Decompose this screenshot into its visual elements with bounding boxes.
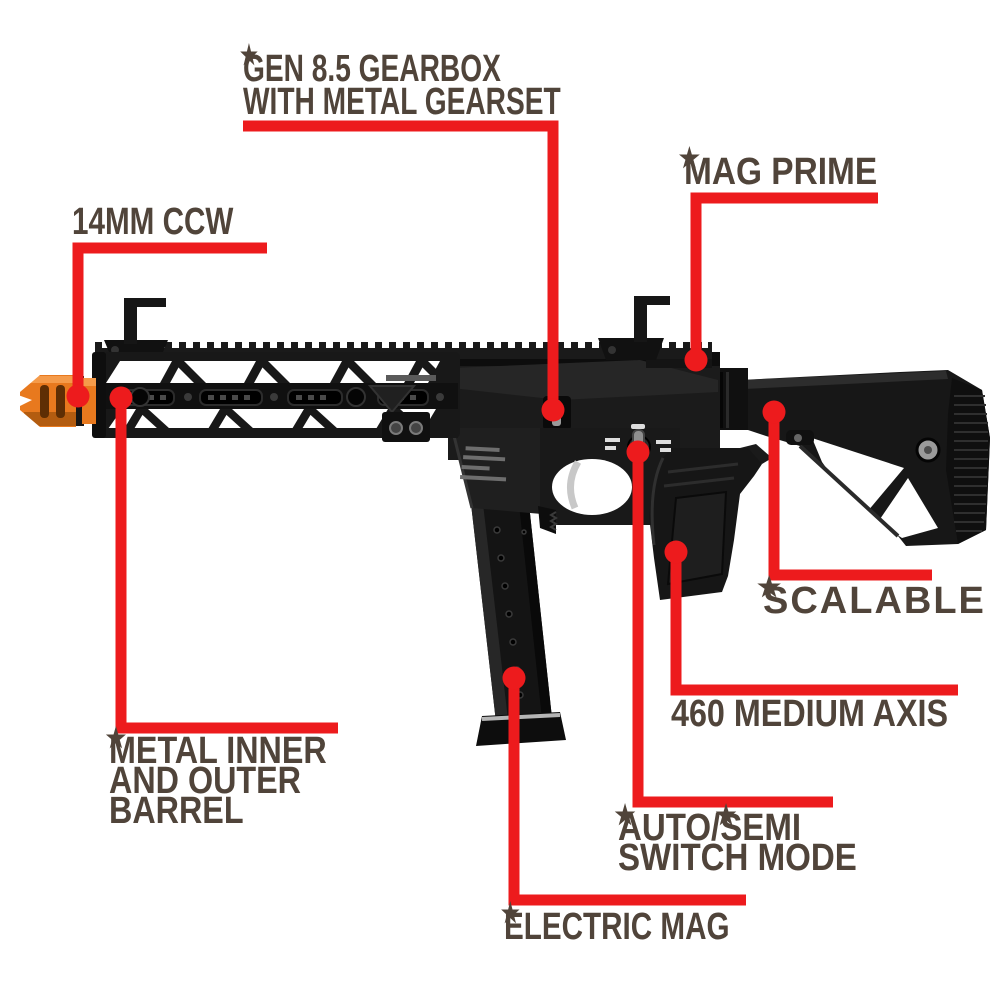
callout-line-auto-semi (632, 452, 833, 808)
star-icon: ★ (718, 707, 732, 726)
label-metal-barrel-line2: AND OUTER (109, 760, 302, 802)
callout-line-metal-barrel (115, 398, 338, 734)
callout-line-scalable (768, 412, 932, 581)
lower-receiver (448, 427, 720, 534)
label-mag-prime-line1: MAG PRIME (684, 151, 878, 193)
star-icon: ★ (715, 800, 737, 830)
label-metal-barrel-line3: BARREL (109, 790, 244, 832)
pistol-grip (649, 444, 772, 600)
handguard-marking (386, 375, 436, 381)
label-scalable-line1: SCALABLE (763, 580, 986, 622)
label-auto-semi: ★ ★ AUTO/SEMI SWITCH MODE (615, 802, 857, 879)
label-electric-mag-line1: ELECTRIC MAG (504, 906, 730, 948)
callout-dot-scalable (762, 400, 786, 424)
label-auto-semi-line2: SWITCH MODE (618, 837, 857, 879)
label-scalable: ★ SCALABLE (757, 574, 986, 622)
label-medium-axis-line1: 460 MEDIUM AXIS (671, 693, 949, 735)
callout-line-electric-mag (508, 678, 746, 906)
label-gearbox: ★ GEN 8.5 GEARBOX WITH METAL GEARSET (240, 42, 561, 123)
magazine-baseplate (476, 712, 566, 746)
stock (714, 368, 990, 546)
label-gearbox-line1: GEN 8.5 GEARBOX (243, 48, 501, 90)
magazine (470, 495, 566, 746)
star-icon: ★ (105, 723, 127, 753)
star-icon: ★ (614, 800, 636, 830)
handguard (92, 352, 460, 442)
callout-dot-medium-axis (664, 540, 688, 564)
front-sight (104, 298, 168, 359)
callout-dot-mag-prime (684, 348, 708, 372)
star-icon: ★ (757, 572, 784, 602)
callout-dot-electric-mag (502, 666, 526, 690)
label-metal-barrel-line1: METAL INNER (109, 730, 327, 772)
star-icon: ★ (678, 143, 701, 173)
trigger (567, 460, 582, 510)
callout-dot-metal-barrel (109, 386, 133, 410)
callout-line-medium-axis (670, 552, 958, 696)
label-mag-prime: ★ MAG PRIME (679, 145, 878, 193)
callout-line-mag-prime (690, 192, 878, 360)
rear-sight (598, 296, 670, 360)
trigger-guard-opening (552, 459, 632, 515)
accessory-rail (382, 412, 430, 442)
magwell (452, 428, 542, 514)
callout-line-gearbox (243, 120, 559, 410)
receiver-markings (459, 446, 507, 482)
star-icon: ★ (240, 40, 258, 70)
callout-dot-auto-semi (626, 440, 650, 464)
butt-pad (946, 378, 990, 544)
label-auto-semi-line1: AUTO/SEMI (618, 807, 802, 849)
label-medium-axis: ★ 460 MEDIUM AXIS (671, 693, 949, 735)
label-electric-mag: ★ ELECTRIC MAG (501, 900, 730, 948)
label-ccw: 14MM CCW (72, 201, 234, 243)
callout-dot-gearbox (541, 398, 565, 422)
callout-dot-ccw (66, 384, 90, 408)
star-icon: ★ (500, 898, 520, 928)
callout-line-ccw (72, 242, 267, 396)
label-gearbox-line2: WITH METAL GEARSET (243, 81, 561, 123)
muzzle-flash-hider (18, 375, 96, 427)
label-metal-barrel: ★ METAL INNER AND OUTER BARREL (106, 725, 327, 832)
label-ccw-line1: 14MM CCW (72, 201, 234, 243)
